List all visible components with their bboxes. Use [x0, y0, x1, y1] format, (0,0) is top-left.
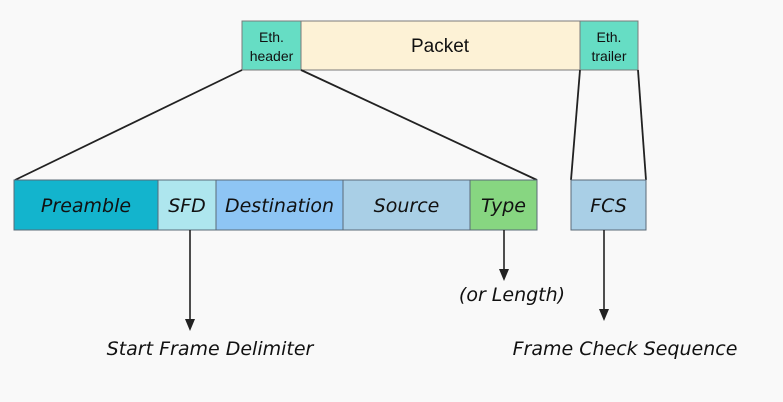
trailer-expansion-line-left	[570, 69, 581, 181]
destination-label: Destination	[225, 195, 334, 217]
trailer-expansion-line-right	[637, 69, 647, 181]
fcs-label: FCS	[590, 195, 627, 217]
header-expansion-line-left	[14, 69, 243, 181]
packet-label: Packet	[411, 36, 470, 57]
header-expansion-line-right	[300, 69, 538, 181]
annotations: (or Length) Start Frame Delimiter Frame …	[107, 284, 738, 360]
sfd-field	[157, 179, 217, 231]
fcs-meaning: Frame Check Sequence	[513, 338, 738, 360]
trailer-fields-row: FCS	[570, 179, 647, 231]
expansion-lines	[14, 69, 647, 181]
eth-header-label-line2: header	[250, 48, 294, 64]
sfd-meaning: Start Frame Delimiter	[107, 338, 315, 360]
type-label: Type	[481, 195, 526, 217]
fcs-arrow-head	[599, 309, 609, 321]
annotation-arrows	[185, 230, 609, 331]
eth-header-box	[241, 20, 302, 71]
source-field	[342, 179, 471, 231]
destination-field	[215, 179, 344, 231]
preamble-label: Preamble	[41, 195, 131, 217]
top-row: Eth. header Packet Eth. trailer	[241, 20, 639, 71]
source-label: Source	[374, 195, 440, 217]
type-arrow-head	[499, 269, 509, 281]
type-field	[469, 179, 538, 231]
packet-box	[300, 20, 581, 71]
header-fields-row: Preamble SFD Destination Source Type	[13, 179, 538, 231]
sfd-label: SFD	[168, 195, 206, 217]
preamble-field	[13, 179, 159, 231]
eth-header-label-line1: Eth.	[259, 29, 284, 45]
type-note: (or Length)	[459, 284, 565, 306]
fcs-field	[570, 179, 647, 231]
eth-trailer-label-line2: trailer	[591, 48, 626, 64]
eth-trailer-box	[579, 20, 639, 71]
sfd-arrow-head	[185, 319, 195, 331]
eth-trailer-label-line1: Eth.	[597, 29, 622, 45]
